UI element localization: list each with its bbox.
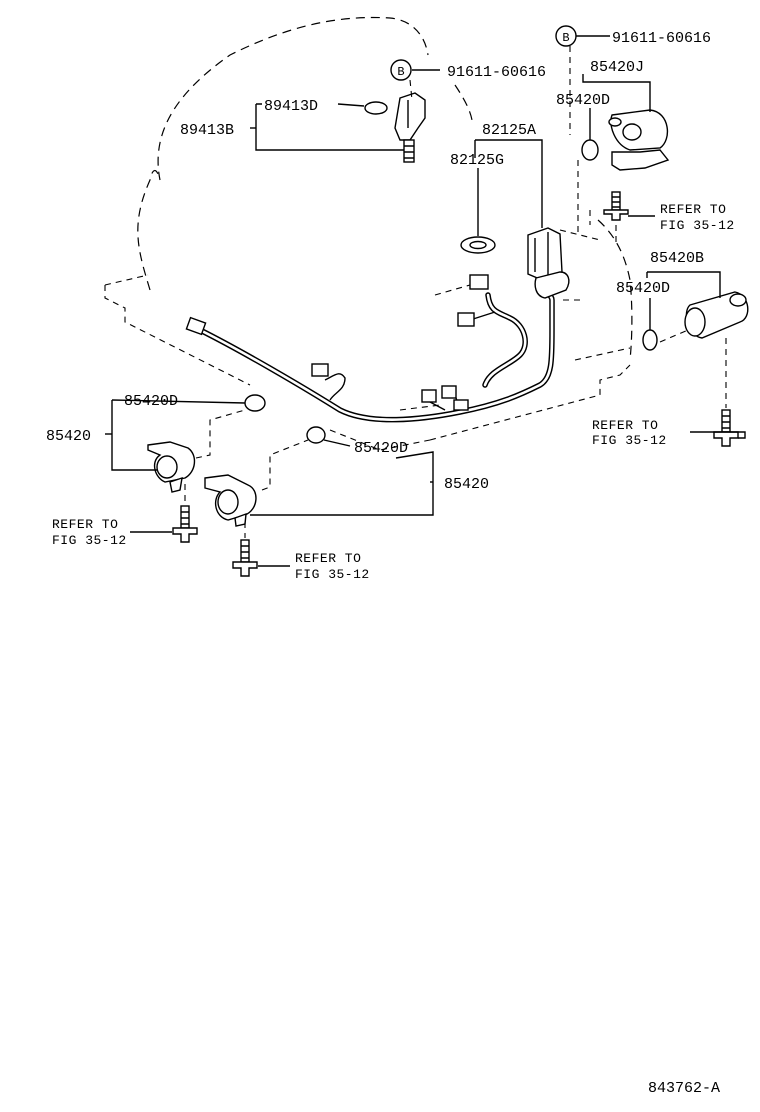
label-85420j: 85420J [590, 59, 644, 76]
bolt-right [713, 409, 739, 447]
refer-notes: REFER TO FIG 35-12 REFER TO FIG 35-12 RE… [52, 202, 735, 582]
circle-mark-b [555, 25, 577, 47]
o-ring-85420d-center [306, 426, 326, 444]
connector-a [185, 316, 207, 336]
label-82125a: 82125A [482, 122, 536, 139]
part-labels: 89413D 89413B 91611-60616 91611-60616 82… [46, 30, 711, 493]
bolt-circle-marks: B B [390, 25, 577, 81]
o-ring-85420d-top [581, 139, 599, 161]
refer-4-line2: FIG 35-12 [295, 567, 370, 582]
connector-b [311, 363, 329, 377]
connector-c [457, 312, 475, 327]
drawing-number: 843762-A [648, 1080, 720, 1097]
refer-3-line1: REFER TO [52, 517, 118, 532]
bolts [172, 191, 739, 577]
label-82125g: 82125G [450, 152, 504, 169]
circle-mark-b-text: B [562, 31, 569, 45]
refer-2-line1: REFER TO [592, 418, 658, 433]
connector-f [441, 385, 457, 399]
refer-1-line1: REFER TO [660, 202, 726, 217]
label-91611-b: 91611-60616 [612, 30, 711, 47]
circle-mark-a-text: B [397, 65, 404, 79]
label-85420d-right: 85420D [616, 280, 670, 297]
solenoid-85420-left [147, 394, 266, 493]
solenoid-85420j [581, 109, 670, 171]
o-ring-85420d-right [642, 329, 658, 351]
leader-lines [105, 35, 746, 567]
connector-d [469, 274, 489, 290]
o-ring-82125g [460, 236, 496, 254]
label-85420-center: 85420 [444, 476, 489, 493]
label-85420d-top: 85420D [556, 92, 610, 109]
connector-e [421, 389, 437, 403]
circle-mark-a [390, 59, 412, 81]
harness-connectors [185, 274, 489, 411]
refer-1-line2: FIG 35-12 [660, 218, 735, 233]
bolt-91611-a [603, 191, 629, 221]
label-89413b: 89413B [180, 122, 234, 139]
label-91611-a: 91611-60616 [447, 64, 546, 81]
o-ring-89413d [364, 101, 388, 115]
speed-sensor-89413b [364, 92, 426, 163]
transmission-case-outline [104, 16, 633, 451]
label-85420-left: 85420 [46, 428, 91, 445]
bolt-center [232, 539, 258, 577]
refer-3-line2: FIG 35-12 [52, 533, 127, 548]
main-harness-connector [527, 227, 570, 299]
label-85420d-left: 85420D [124, 393, 178, 410]
label-85420b: 85420B [650, 250, 704, 267]
bolt-left [172, 505, 198, 543]
label-85420d-center: 85420D [354, 440, 408, 457]
solenoid-85420b [642, 291, 749, 351]
label-89413d: 89413D [264, 98, 318, 115]
connector-g [453, 399, 469, 411]
solenoid-85420-center [204, 426, 326, 527]
o-ring-85420d-left [244, 394, 266, 412]
refer-4-line1: REFER TO [295, 551, 361, 566]
refer-2-line2: FIG 35-12 [592, 433, 667, 448]
